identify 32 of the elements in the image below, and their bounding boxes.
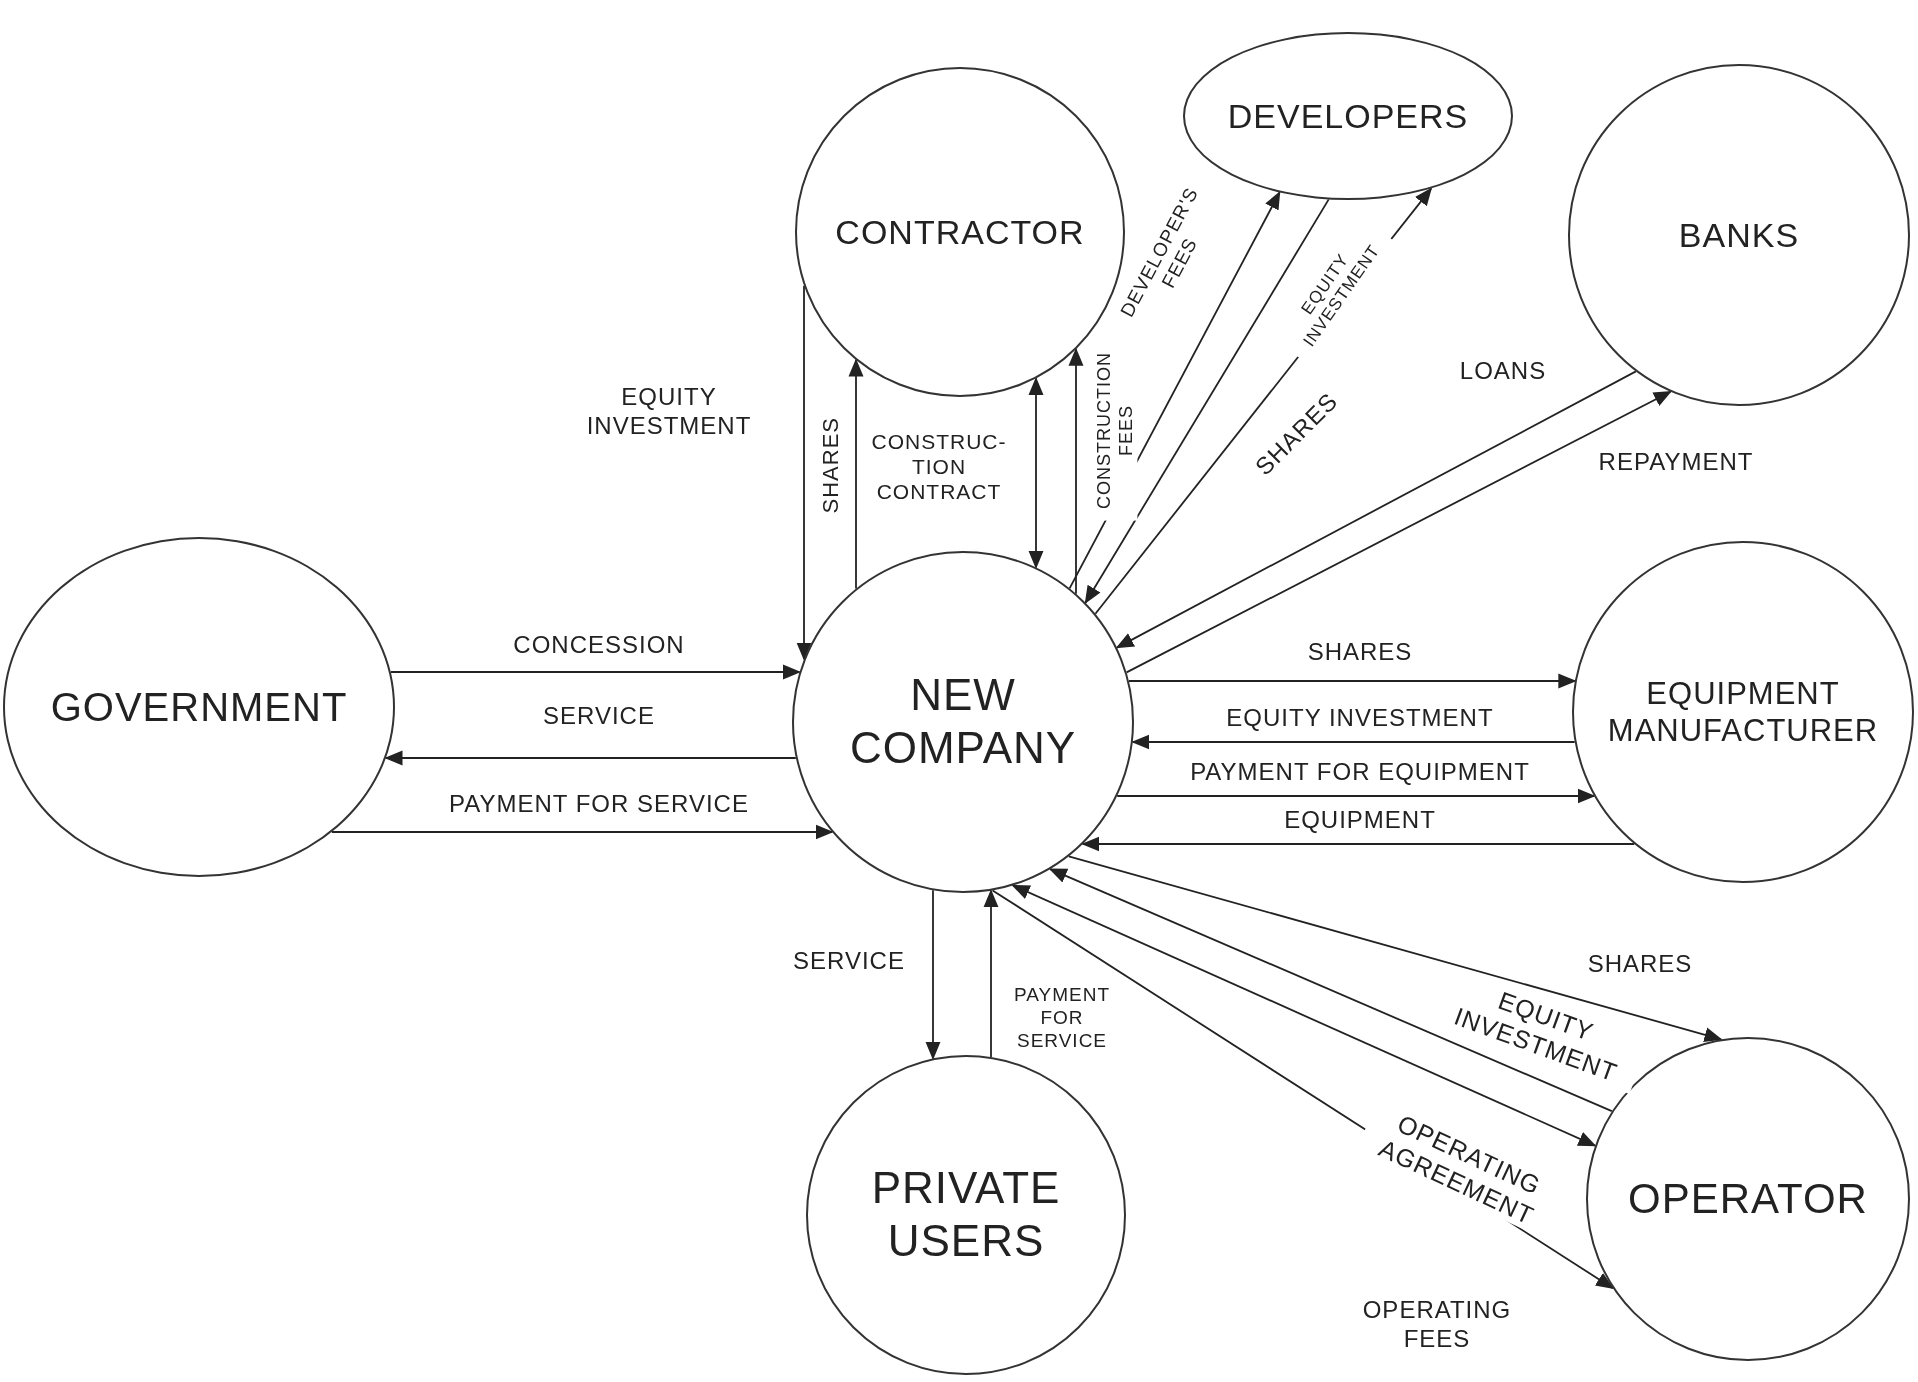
entity-circle	[3, 537, 395, 877]
entity-circle	[1568, 64, 1910, 406]
entity-circle	[806, 1055, 1126, 1375]
arrow	[925, 889, 941, 1060]
entity-circle	[792, 551, 1134, 893]
entity-label: PRIVATE USERS	[870, 1162, 1062, 1267]
arrow	[330, 824, 834, 840]
arrow	[1028, 377, 1044, 569]
arrow	[1084, 198, 1330, 604]
entity-label: NEW COMPANY	[848, 669, 1078, 774]
arrow	[1081, 836, 1636, 852]
entity-label: DEVELOPERS	[1227, 95, 1469, 137]
entity-label: OPERATOR	[1628, 1173, 1868, 1224]
arrow	[1011, 884, 1597, 1147]
arrow	[983, 889, 999, 1058]
entity-label: CONTRACTOR	[835, 211, 1085, 253]
arrow	[389, 664, 801, 680]
entity-label: GOVERNMENT	[50, 684, 348, 731]
arrow	[796, 284, 812, 661]
arrow	[1131, 734, 1576, 750]
arrow	[1115, 370, 1637, 649]
entity-circle	[1572, 541, 1914, 883]
arrow	[1067, 855, 1723, 1043]
arrow	[1068, 347, 1084, 595]
arrow	[1048, 868, 1613, 1113]
entity-label: BANKS	[1678, 214, 1800, 256]
arrow	[1116, 788, 1596, 804]
arrow	[384, 750, 797, 766]
arrow	[1128, 673, 1577, 689]
arrow	[848, 358, 864, 590]
entity-label: EQUIPMENT MANUFACTURER	[1606, 674, 1880, 750]
arrow	[1125, 390, 1672, 674]
